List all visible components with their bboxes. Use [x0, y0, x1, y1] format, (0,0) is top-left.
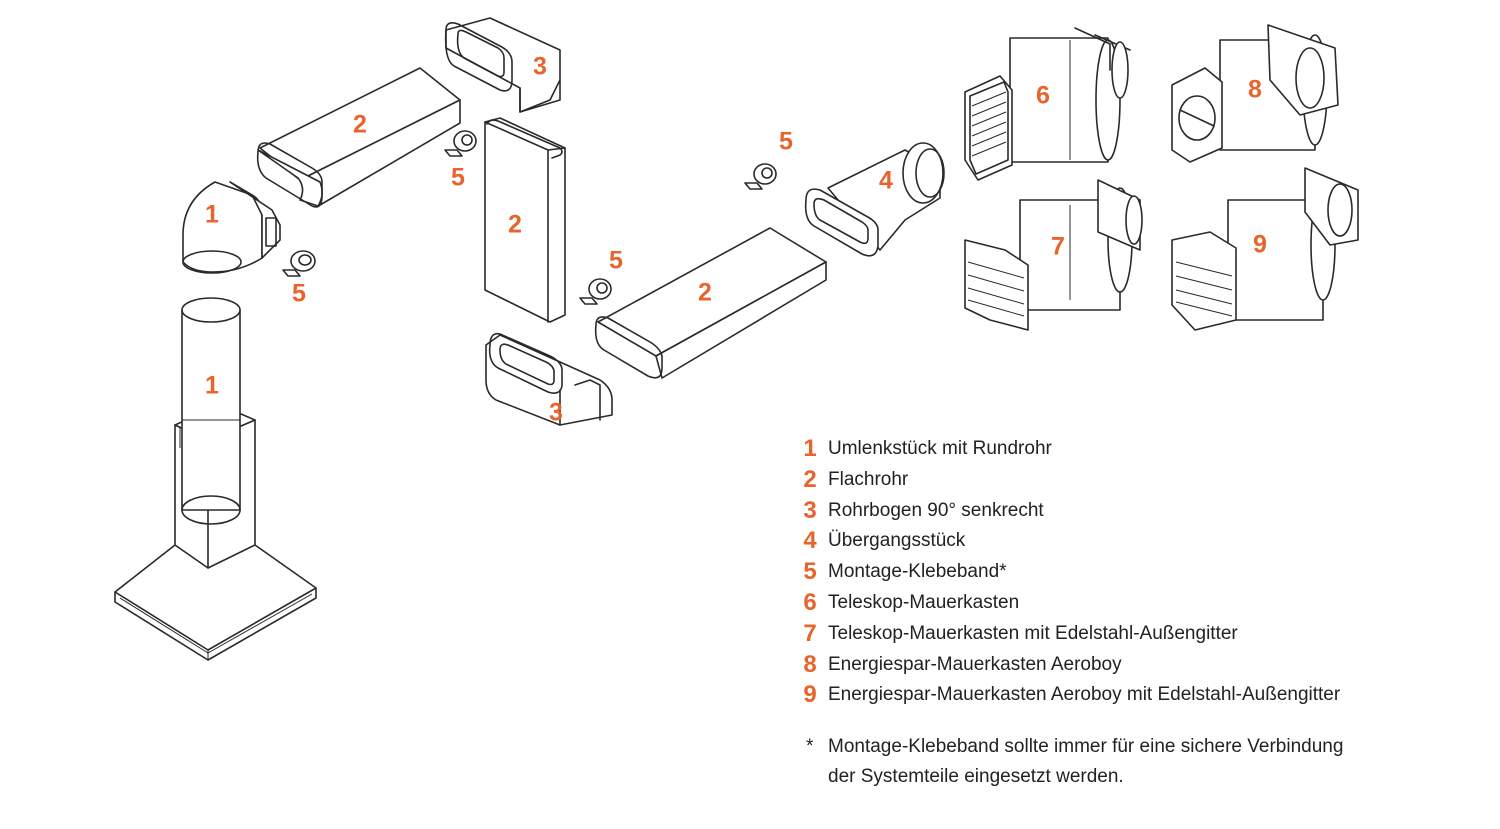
legend-number: 5: [803, 558, 817, 586]
tape-2: [444, 130, 477, 157]
legend-text: Teleskop-Mauerkasten mit Edelstahl-Außen…: [828, 622, 1238, 644]
part-label-1-elbow: 1: [205, 201, 219, 229]
legend-item: 1 Umlenkstück mit Rundrohr: [800, 434, 1480, 465]
transition-piece: [804, 142, 945, 257]
part-label-2-vertical: 2: [508, 211, 522, 239]
flat-pipe-upper: [256, 67, 461, 208]
legend-item: 4 Übergangsstück: [800, 526, 1480, 557]
wall-box-8: [1171, 24, 1339, 163]
part-label-4: 4: [879, 167, 893, 195]
part-label-8: 8: [1248, 76, 1262, 104]
legend-text: Rohrbogen 90° senkrecht: [828, 499, 1044, 521]
part-label-5-tape-3: 5: [609, 247, 623, 275]
legend-item: 3 Rohrbogen 90° senkrecht: [800, 496, 1480, 527]
part-label-7: 7: [1051, 233, 1065, 261]
legend-number: 1: [803, 435, 817, 462]
legend-item: 5 Montage-Klebeband*: [800, 557, 1480, 588]
footnote-line-2: der Systemteile eingesetzt werden.: [828, 766, 1124, 787]
part-label-3-upper: 3: [533, 53, 547, 81]
tape-4: [744, 163, 777, 190]
wall-box-6: [964, 27, 1131, 181]
legend-number: 6: [803, 588, 817, 616]
bend-lower: [485, 332, 613, 426]
legend-text: Übergangsstück: [828, 530, 966, 552]
legend-number: 4: [803, 527, 817, 555]
footnote-text: Montage-Klebeband sollte immer für eine …: [828, 732, 1468, 792]
legend-item: 8 Energiespar-Mauerkasten Aeroboy: [800, 650, 1480, 681]
elbow-piece: [182, 181, 281, 274]
wall-box-9: [1171, 167, 1359, 331]
legend-text: Teleskop-Mauerkasten: [828, 591, 1020, 613]
part-label-9: 9: [1253, 231, 1267, 259]
tape-3: [579, 278, 612, 305]
legend-item: 6 Teleskop-Mauerkasten: [800, 588, 1480, 619]
legend-text: Energiespar-Mauerkasten Aeroboy mit Edel…: [828, 684, 1341, 706]
legend-number: 3: [803, 496, 817, 524]
legend-text: Umlenkstück mit Rundrohr: [828, 438, 1052, 459]
wall-box-7: [964, 179, 1143, 331]
flat-pipe-lower: [594, 227, 827, 379]
part-label-5-tape-2: 5: [451, 164, 465, 192]
part-label-5-tape-4: 5: [779, 128, 793, 156]
part-label-2-lower: 2: [698, 279, 712, 307]
legend-item: 9 Energiespar-Mauerkasten Aeroboy mit Ede…: [800, 680, 1480, 711]
legend-item: 7 Teleskop-Mauerkasten mit Edelstahl-Auße…: [800, 619, 1480, 650]
part-label-6: 6: [1036, 82, 1050, 110]
tape-1: [282, 250, 316, 277]
flat-pipe-vertical: [484, 117, 566, 323]
legend-number: 8: [803, 650, 817, 678]
legend-number: 2: [803, 465, 817, 493]
legend-text: Flachrohr: [828, 468, 909, 490]
part-label-2-upper: 2: [353, 111, 367, 139]
legend-text: Energiespar-Mauerkasten Aeroboy: [828, 653, 1122, 675]
legend-number: 9: [803, 681, 817, 709]
footnote-marker: *: [806, 736, 814, 757]
part-label-5-tape-1: 5: [292, 280, 306, 308]
footnote-line-1: Montage-Klebeband sollte immer für eine …: [828, 736, 1344, 757]
legend: 1 Umlenkstück mit Rundrohr 2 Flachrohr 3 Ro…: [800, 434, 1480, 711]
bend-upper: [444, 17, 561, 113]
legend-text: Montage-Klebeband*: [828, 561, 1007, 583]
part-label-3-lower: 3: [549, 399, 563, 427]
round-pipe: [181, 297, 241, 525]
legend-item: 2 Flachrohr: [800, 465, 1480, 496]
legend-number: 7: [803, 619, 817, 647]
part-label-1-pipe: 1: [205, 372, 219, 400]
